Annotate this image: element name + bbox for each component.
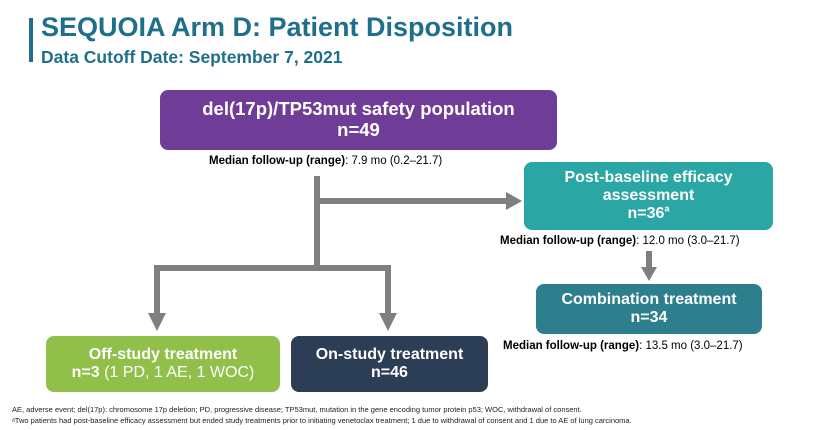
- off-study-count-line: n=3 (1 PD, 1 AE, 1 WOC): [72, 364, 255, 382]
- off-study-reasons: (1 PD, 1 AE, 1 WOC): [99, 364, 255, 381]
- efficacy-followup-value: : 12.0 mo (3.0–21.7): [636, 235, 740, 247]
- safety-followup-value: : 7.9 mo (0.2–21.7): [345, 155, 443, 167]
- combination-label: Combination treatment: [561, 291, 737, 309]
- arrowhead-off-study: [148, 313, 166, 331]
- followup-label: Median follow-up (range): [500, 235, 637, 247]
- followup-label: Median follow-up (range): [503, 340, 640, 352]
- arrowhead-on-study: [379, 313, 397, 331]
- combination-count: n=34: [630, 309, 668, 326]
- efficacy-count: n=36: [627, 204, 665, 222]
- page-title: SEQUOIA Arm D: Patient Disposition: [41, 12, 514, 42]
- arrowhead-combination: [641, 267, 657, 281]
- efficacy-label-line2: assessment: [602, 187, 695, 205]
- abbreviations-footnote: AE, adverse event; del(17p): chromosome …: [12, 405, 582, 414]
- on-study-label: On-study treatment: [315, 346, 464, 364]
- efficacy-assessment-box: Post-baseline efficacy assessment n=36a: [524, 162, 773, 230]
- followup-label: Median follow-up (range): [209, 155, 346, 167]
- title-accent-bar: [29, 18, 33, 62]
- footnote-marker-a: a: [664, 203, 670, 214]
- combination-treatment-box: Combination treatment n=34: [536, 284, 762, 334]
- safety-population-box: del(17p)/TP53mut safety population n=49: [160, 90, 557, 150]
- combination-followup-value: : 13.5 mo (3.0–21.7): [639, 340, 743, 352]
- off-study-treatment-box: Off-study treatment n=3 (1 PD, 1 AE, 1 W…: [46, 336, 280, 392]
- footnote-a: ᵃTwo patients had post-baseline efficacy…: [12, 416, 632, 425]
- safety-population-count: n=49: [337, 119, 380, 140]
- safety-followup: Median follow-up (range): 7.9 mo (0.2–21…: [209, 155, 442, 167]
- page-subtitle: Data Cutoff Date: September 7, 2021: [41, 47, 343, 67]
- efficacy-followup: Median follow-up (range): 12.0 mo (3.0–2…: [500, 235, 740, 247]
- arrowhead-efficacy: [506, 192, 522, 210]
- on-study-count: n=46: [371, 364, 408, 381]
- combination-followup: Median follow-up (range): 13.5 mo (3.0–2…: [503, 340, 743, 352]
- off-study-count: n=3: [71, 364, 100, 381]
- off-study-label: Off-study treatment: [88, 346, 238, 364]
- efficacy-count-line: n=36a: [627, 203, 670, 223]
- safety-population-label: del(17p)/TP53mut safety population: [202, 98, 515, 120]
- on-study-treatment-box: On-study treatment n=46: [291, 336, 488, 392]
- efficacy-label-line1: Post-baseline efficacy: [564, 169, 733, 187]
